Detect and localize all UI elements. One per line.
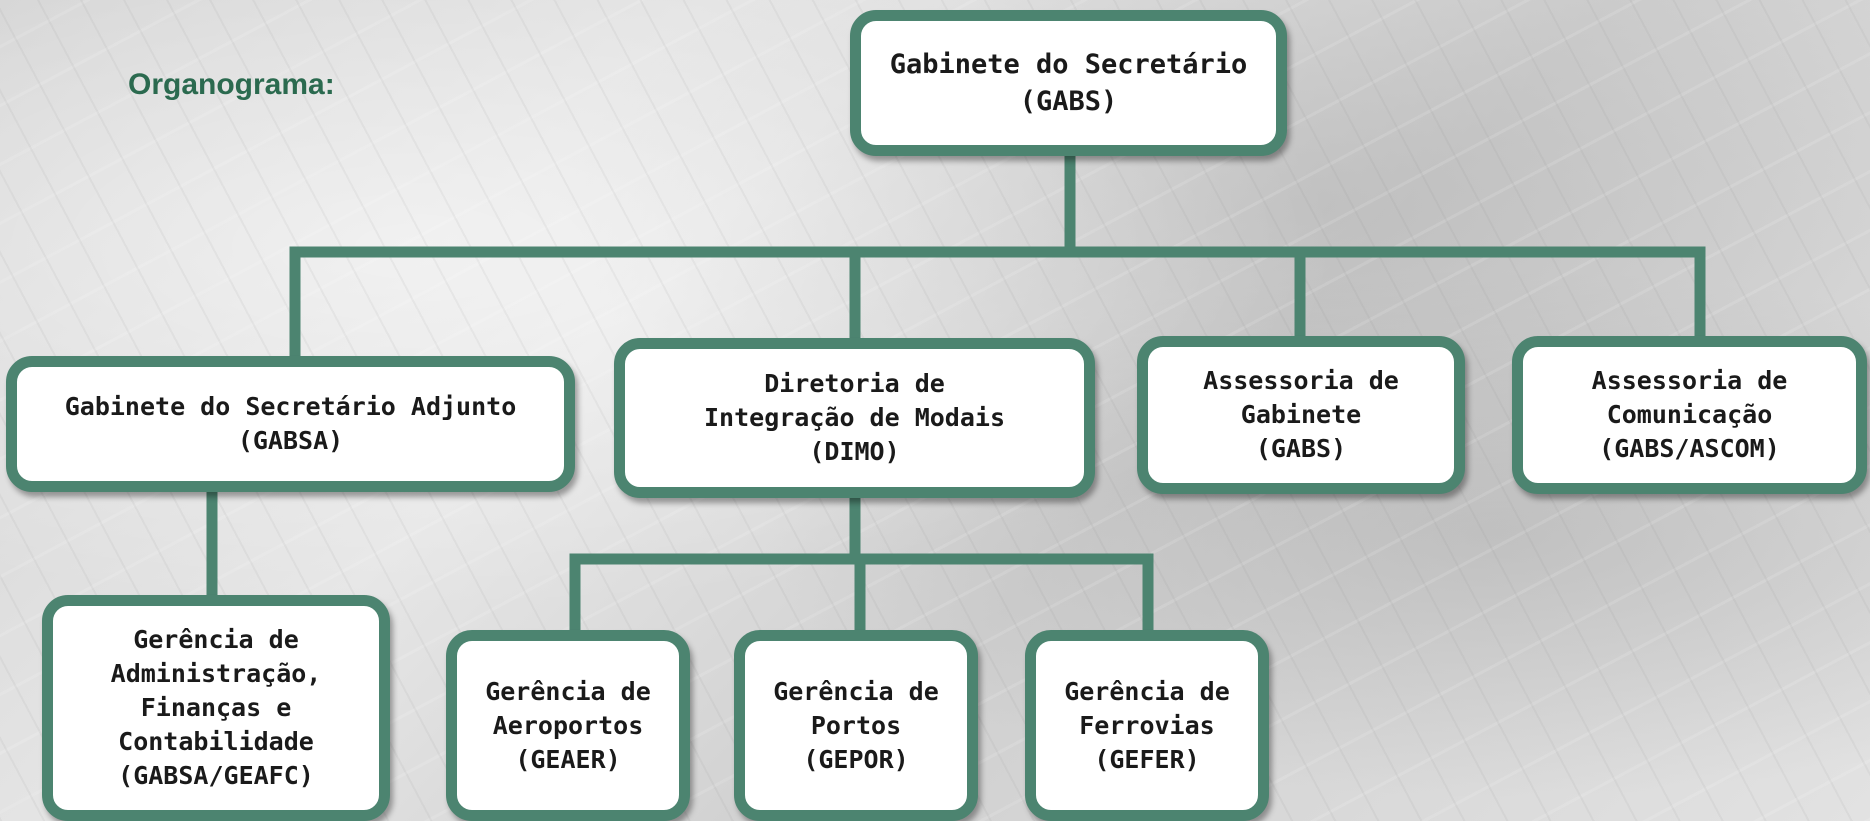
- node-geaer-line-3: (GEAER): [515, 744, 621, 774]
- node-gabsa-line-2: (GABSA): [237, 426, 344, 455]
- node-assessoria-comunicacao-line-1: Assessoria de: [1591, 366, 1788, 395]
- node-gabs-line-1: Gabinete do Secretário: [889, 49, 1248, 80]
- node-gefer: Gerência de Ferrovias (GEFER): [1025, 630, 1269, 821]
- node-dimo-line-3: (DIMO): [809, 437, 900, 466]
- node-geaer-line-2: Aeroportos: [492, 710, 644, 740]
- node-gabsa: Gabinete do Secretário Adjunto (GABSA): [6, 356, 575, 492]
- node-dimo-line-2: Integração de Modais: [703, 403, 1006, 432]
- node-gepor-line-1: Gerência de: [773, 676, 939, 706]
- node-gefer-line-1: Gerência de: [1064, 676, 1230, 706]
- node-gepor-line-2: Portos: [810, 710, 902, 740]
- node-geafc-line-3: Finanças e: [140, 693, 292, 722]
- node-dimo-line-1: Diretoria de: [764, 369, 945, 398]
- node-gefer-line-3: (GEFER): [1094, 744, 1200, 774]
- node-geaer: Gerência de Aeroportos (GEAER): [446, 630, 690, 821]
- node-geafc-line-2: Administração,: [110, 659, 322, 688]
- node-geaer-line-1: Gerência de: [485, 676, 651, 706]
- node-assessoria-gabinete-line-1: Assessoria de: [1203, 366, 1399, 395]
- node-dimo: Diretoria de Integração de Modais (DIMO): [614, 338, 1095, 498]
- node-geafc: Gerência de Administração, Finanças e Co…: [42, 595, 390, 821]
- node-assessoria-gabinete-line-2: Gabinete: [1240, 400, 1362, 429]
- node-geafc-line-1: Gerência de: [133, 625, 299, 654]
- node-assessoria-comunicacao-line-2: Comunicação: [1606, 400, 1773, 429]
- node-assessoria-gabinete-line-3: (GABS): [1255, 434, 1347, 463]
- node-gepor-line-3: (GEPOR): [803, 744, 909, 774]
- node-gabs-line-2: (GABS): [1019, 86, 1118, 117]
- node-geafc-line-5: (GABSA/GEAFC): [118, 761, 314, 790]
- node-gepor: Gerência de Portos (GEPOR): [734, 630, 978, 821]
- node-gefer-line-2: Ferrovias: [1079, 710, 1215, 740]
- node-gabs: Gabinete do Secretário (GABS): [850, 10, 1287, 156]
- node-assessoria-comunicacao: Assessoria de Comunicação (GABS/ASCOM): [1512, 336, 1867, 494]
- node-gabsa-line-1: Gabinete do Secretário Adjunto: [64, 392, 517, 421]
- node-geafc-line-4: Contabilidade: [118, 727, 314, 756]
- node-assessoria-gabinete: Assessoria de Gabinete (GABS): [1137, 336, 1465, 494]
- page-title: Organograma:: [128, 68, 335, 101]
- node-assessoria-comunicacao-line-3: (GABS/ASCOM): [1599, 434, 1780, 463]
